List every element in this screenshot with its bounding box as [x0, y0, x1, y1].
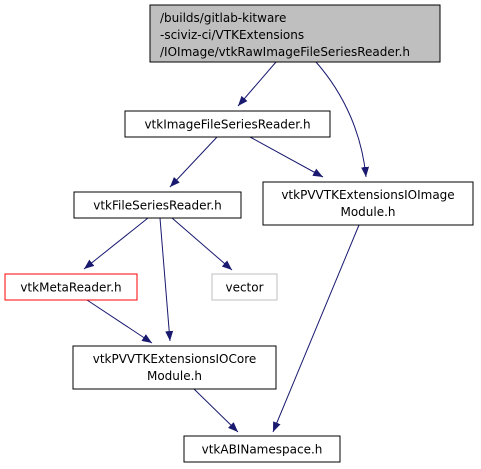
- node-label-line: Module.h: [340, 205, 395, 219]
- edges: [83, 61, 370, 433]
- node-label-line: vtkPVVTKExtensionsIOImage: [281, 188, 454, 202]
- edge-meta-reader-to-io-core-module: [86, 299, 153, 344]
- node-label-line: vtkPVVTKExtensionsIOCore: [93, 352, 257, 366]
- edge-image-file-series-reader-to-io-image-module: [249, 136, 324, 178]
- edge-file-series-reader-to-meta-reader: [83, 217, 149, 270]
- node-label-line: vtkFileSeriesReader.h: [93, 199, 222, 213]
- edge-image-file-series-reader-to-file-series-reader: [169, 136, 218, 188]
- node-vtk-pv-vtk-extensions-io-core-module[interactable]: vtkPVVTKExtensionsIOCore Module.h: [72, 345, 277, 390]
- nodes: /builds/gitlab-kitware -sciviz-ci/VTKExt…: [4, 4, 474, 463]
- node-vtk-meta-reader[interactable]: vtkMetaReader.h: [4, 273, 138, 301]
- node-label-line: /IOImage/vtkRawImageFileSeriesReader.h: [160, 45, 410, 59]
- node-label-line: Module.h: [147, 369, 202, 383]
- node-vtk-file-series-reader[interactable]: vtkFileSeriesReader.h: [73, 191, 242, 219]
- edge-io-core-module-to-abi-namespace: [193, 388, 239, 433]
- node-label-line: vector: [225, 281, 263, 295]
- node-label-line: vtkImageFileSeriesReader.h: [144, 118, 310, 132]
- node-label-line: vtkABINamespace.h: [202, 443, 323, 457]
- node-label-line: vtkMetaReader.h: [20, 281, 121, 295]
- node-vtk-abi-namespace[interactable]: vtkABINamespace.h: [183, 435, 341, 463]
- edge-root-to-image-file-series-reader: [237, 61, 277, 107]
- edge-io-image-module-to-abi-namespace: [272, 224, 360, 433]
- node-vector: vector: [211, 273, 278, 301]
- edge-file-series-reader-to-vector: [171, 217, 233, 271]
- edge-file-series-reader-to-io-core-module: [159, 217, 174, 342]
- node-vtk-pv-vtk-extensions-io-image-module[interactable]: vtkPVVTKExtensionsIOImage Module.h: [262, 181, 474, 226]
- node-label-line: -sciviz-ci/VTKExtensions: [160, 28, 304, 42]
- node-label-line: /builds/gitlab-kitware: [160, 11, 286, 25]
- edge-root-to-io-image-module: [315, 61, 370, 178]
- node-vtk-image-file-series-reader[interactable]: vtkImageFileSeriesReader.h: [124, 110, 331, 138]
- node-root-header[interactable]: /builds/gitlab-kitware -sciviz-ci/VTKExt…: [149, 4, 441, 63]
